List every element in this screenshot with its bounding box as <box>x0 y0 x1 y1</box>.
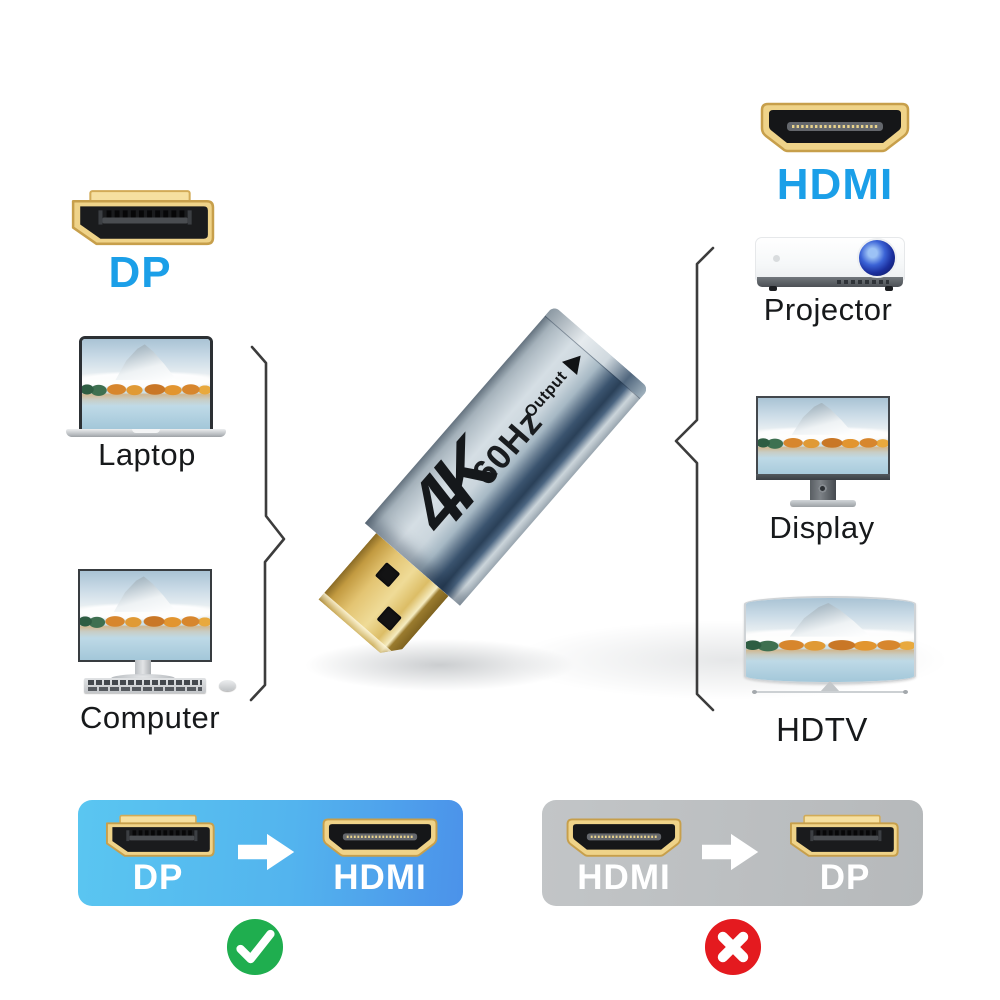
hdmi-connector-label: HDMI <box>776 160 894 209</box>
display-image <box>756 396 890 511</box>
hdtv-image <box>744 596 916 696</box>
landscape-wallpaper <box>82 339 210 429</box>
laptop-image <box>66 336 226 438</box>
display-stand <box>810 480 836 502</box>
plug-contact-hole <box>377 606 402 631</box>
landscape-wallpaper <box>80 571 210 660</box>
laptop-base <box>66 429 226 437</box>
hdmi-connector-icon <box>760 97 910 159</box>
hdtv-screen <box>744 596 916 684</box>
projector-feet <box>769 286 777 291</box>
projector-lens-icon <box>857 238 897 278</box>
computer-label: Computer <box>79 700 221 735</box>
comparison-from-label: DP <box>132 858 184 897</box>
keyboard <box>84 678 206 693</box>
arrow-right-icon <box>702 830 760 874</box>
hdtv-label: HDTV <box>776 711 868 748</box>
computer-stand <box>135 660 151 676</box>
computer-screen <box>78 569 212 662</box>
dp-connector-icon <box>784 814 900 862</box>
dp-connector-icon <box>100 814 216 862</box>
display-chin <box>756 474 890 480</box>
comparison-wrong-panel: HDMI DP <box>542 800 923 906</box>
landscape-wallpaper <box>746 598 914 682</box>
projector-image <box>755 237 905 293</box>
check-icon <box>226 918 284 976</box>
display-screen <box>756 396 890 480</box>
dp-connector-label: DP <box>108 248 172 297</box>
plug-contact-hole <box>375 562 400 587</box>
adapter-contact-shadow <box>300 638 580 692</box>
laptop-screen <box>79 336 213 432</box>
computer-image <box>72 569 236 694</box>
comparison-to-label: HDMI <box>333 858 427 897</box>
cross-icon <box>704 918 762 976</box>
laptop-label: Laptop <box>98 437 196 472</box>
projector-label: Projector <box>763 292 893 327</box>
hdtv-stand-base <box>752 690 908 694</box>
projector-vent <box>757 277 903 287</box>
arrow-right-icon <box>238 830 296 874</box>
comparison-correct-panel: DP HDMI <box>78 800 463 906</box>
right-brace <box>674 246 715 712</box>
projector-detail <box>773 255 780 262</box>
comparison-to-label: DP <box>819 858 871 897</box>
comparison-from-label: HDMI <box>577 858 671 897</box>
display-stand-base <box>790 500 856 507</box>
display-label: Display <box>769 510 875 545</box>
landscape-wallpaper <box>758 398 888 478</box>
left-brace <box>249 345 286 702</box>
hdtv-stand <box>820 681 840 692</box>
hdmi-connector-icon <box>322 814 438 862</box>
hdmi-connector-icon <box>566 814 682 862</box>
dp-connector-icon <box>64 189 216 252</box>
mouse <box>219 680 236 691</box>
